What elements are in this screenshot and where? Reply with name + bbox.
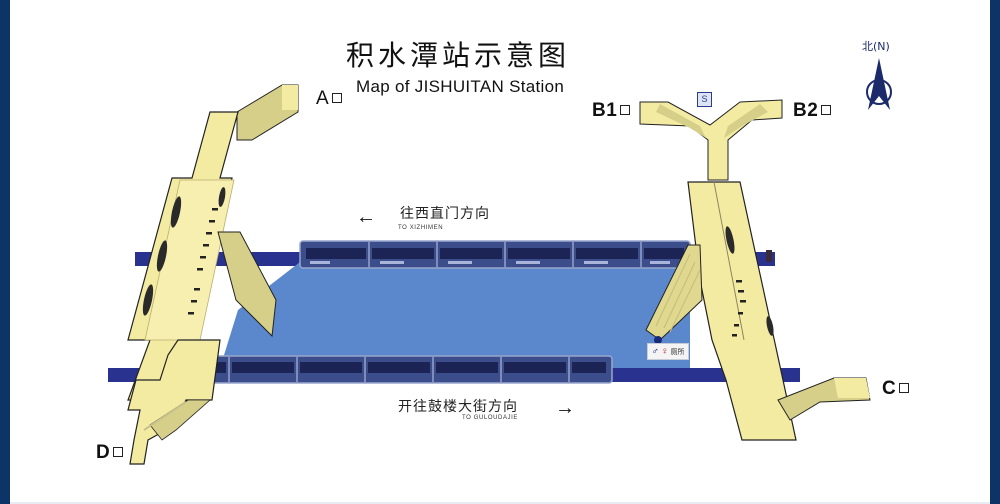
exit-marker-icon bbox=[620, 105, 631, 115]
north-label: 北(N) bbox=[862, 40, 890, 53]
westbound-direction-en: TO XIZHIMEN bbox=[398, 225, 444, 231]
westbound-direction-cn: 往西直门方向 bbox=[400, 206, 490, 222]
exit-marker-icon bbox=[113, 447, 124, 457]
exit-a-label[interactable]: A bbox=[316, 88, 343, 110]
toilet-icon-female: ♀ bbox=[661, 346, 669, 357]
eastbound-direction-en: TO GULOUDAJIE bbox=[462, 415, 519, 421]
exit-marker-icon bbox=[332, 93, 343, 103]
exit-c-label[interactable]: C bbox=[882, 378, 910, 400]
exit-marker-icon bbox=[899, 383, 910, 393]
exit-b2-label[interactable]: B2 bbox=[793, 100, 832, 122]
island-platform bbox=[220, 262, 690, 368]
east-concourse bbox=[639, 99, 871, 441]
frame-border-left bbox=[0, 0, 10, 504]
map-title-english: Map of JISHUITAN Station bbox=[356, 77, 565, 96]
exit-b1-label[interactable]: B1 bbox=[592, 100, 631, 122]
west-concourse bbox=[127, 84, 299, 465]
westbound-train bbox=[299, 240, 691, 269]
arrow-right-icon: → bbox=[555, 397, 575, 419]
frame-border-right bbox=[990, 0, 1000, 504]
toilet-sign: ♂ ♀ 厕所 bbox=[647, 343, 689, 360]
north-arrow-icon bbox=[866, 58, 892, 110]
toilet-icon: ♂ bbox=[651, 346, 660, 357]
map-title-chinese: 积水潭站示意图 bbox=[346, 39, 571, 72]
eastbound-train bbox=[175, 355, 613, 384]
arrow-left-icon: ← bbox=[356, 206, 376, 228]
frame-border-bottom bbox=[10, 502, 990, 504]
exit-d-label[interactable]: D bbox=[96, 442, 124, 464]
eastbound-direction-cn: 开往鼓楼大街方向 bbox=[398, 399, 518, 415]
exit-marker-icon bbox=[821, 105, 832, 115]
service-center-icon: S bbox=[697, 92, 712, 107]
